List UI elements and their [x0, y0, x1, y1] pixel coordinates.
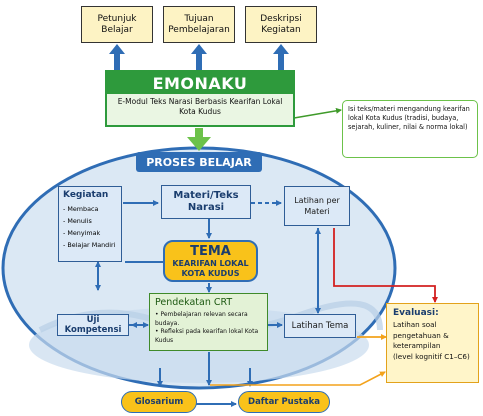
petunjuk-belajar-box[interactable]: Petunjuk Belajar: [81, 6, 153, 43]
latihan-per-materi-box[interactable]: Latihan per Materi: [284, 186, 350, 226]
deskripsi-kegiatan-label: Deskripsi Kegiatan: [260, 13, 302, 35]
evaluasi-title: Evaluasi:: [393, 308, 439, 318]
emonaku-title: EMONAKU: [152, 73, 248, 93]
kegiatan-item: - Belajar Mandiri: [63, 241, 116, 249]
crt-title: Pendekatan CRT: [155, 297, 233, 308]
isi-teks-text: Isi teks/materi mengandung kearifan loka…: [348, 105, 470, 131]
evaluasi-box[interactable]: Evaluasi: Latihan soal pengetahuan & ket…: [386, 303, 479, 383]
crt-item: • Pembelajaran relevan secara budaya.: [155, 311, 248, 327]
latihan-materi-label: Latihan per Materi: [294, 196, 340, 216]
up-arrows: [109, 44, 289, 70]
petunjuk-belajar-label: Petunjuk Belajar: [97, 13, 137, 35]
tema-subtitle: KEARIFAN LOKAL KOTA KUDUS: [172, 259, 249, 278]
materi-label: Materi/Teks Narasi: [173, 190, 239, 213]
daftar-pustaka-box[interactable]: Daftar Pustaka: [238, 391, 330, 413]
proses-belajar-label: PROSES BELAJAR: [146, 155, 252, 169]
kegiatan-item: - Menyimak: [63, 229, 101, 237]
uji-kompetensi-box[interactable]: Uji Kompetensi: [57, 314, 129, 336]
materi-teks-narasi-box[interactable]: Materi/Teks Narasi: [161, 185, 251, 219]
kegiatan-title: Kegiatan: [63, 190, 109, 200]
emonaku-title-bar: EMONAKU: [107, 72, 293, 94]
pendekatan-crt-box[interactable]: Pendekatan CRT • Pembelajaran relevan se…: [149, 293, 268, 351]
crt-item: • Refleksi pada kearifan lokal Kota Kudu…: [155, 328, 259, 344]
tema-box[interactable]: TEMA KEARIFAN LOKAL KOTA KUDUS: [163, 240, 258, 282]
latihan-tema-label: Latihan Tema: [291, 321, 349, 331]
uji-kompetensi-label: Uji Kompetensi: [64, 315, 122, 335]
daftar-pustaka-label: Daftar Pustaka: [248, 397, 320, 407]
deskripsi-kegiatan-box[interactable]: Deskripsi Kegiatan: [245, 6, 317, 43]
green-down-arrow: [187, 128, 211, 151]
emonaku-subtitle: E-Modul Teks Narasi Berbasis Kearifan Lo…: [117, 97, 283, 116]
latihan-tema-box[interactable]: Latihan Tema: [284, 314, 356, 338]
evaluasi-body: Latihan soal pengetahuan & keterampilan …: [393, 320, 470, 361]
glosarium-box[interactable]: Glosarium: [121, 391, 197, 413]
tema-title: TEMA: [190, 244, 231, 259]
kegiatan-item: - Membaca: [63, 205, 99, 213]
tujuan-pembelajaran-box[interactable]: Tujuan Pembelajaran: [163, 6, 235, 43]
kegiatan-box[interactable]: Kegiatan - Membaca - Menulis - Menyimak …: [58, 186, 122, 262]
isi-teks-box: Isi teks/materi mengandung kearifan loka…: [342, 100, 478, 158]
tujuan-pembelajaran-label: Tujuan Pembelajaran: [168, 13, 230, 35]
kegiatan-item: - Menulis: [63, 217, 92, 225]
glosarium-label: Glosarium: [134, 397, 184, 407]
emonaku-block[interactable]: EMONAKU E-Modul Teks Narasi Berbasis Kea…: [105, 70, 295, 127]
red-arrow: [333, 228, 438, 303]
proses-belajar-banner: PROSES BELAJAR: [136, 152, 262, 172]
